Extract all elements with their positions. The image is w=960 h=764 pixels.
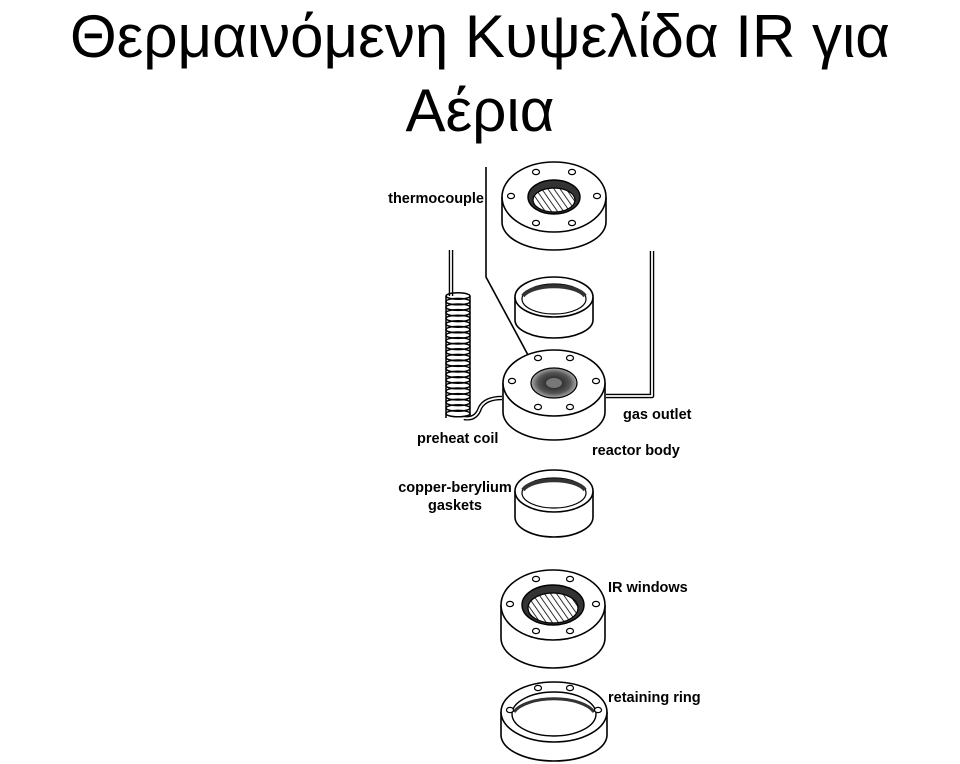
gas-outlet-tube (606, 251, 655, 399)
top-flange (501, 161, 607, 251)
reactor-body (502, 349, 606, 441)
thermocouple-wire (485, 167, 529, 356)
label-retaining-ring: retaining ring (608, 690, 701, 706)
ir-window-flange (500, 569, 606, 669)
retaining-ring (500, 681, 608, 762)
label-thermocouple: thermocouple (388, 191, 484, 207)
label-gaskets-line1: copper-berylium (398, 480, 512, 496)
label-preheat-coil: preheat coil (417, 431, 498, 447)
coil-outline (445, 296, 471, 418)
preheat-coil (445, 250, 503, 421)
upper-gasket (514, 276, 594, 339)
label-gaskets-line2: gaskets (428, 498, 482, 514)
label-ir-windows: IR windows (608, 580, 688, 596)
label-reactor-body: reactor body (592, 443, 680, 459)
slide-title: Θερμαινόμενη Κυψελίδα IR για Αέρια (70, 3, 890, 144)
lower-gasket (514, 469, 594, 538)
label-gas-outlet: gas outlet (623, 407, 692, 423)
